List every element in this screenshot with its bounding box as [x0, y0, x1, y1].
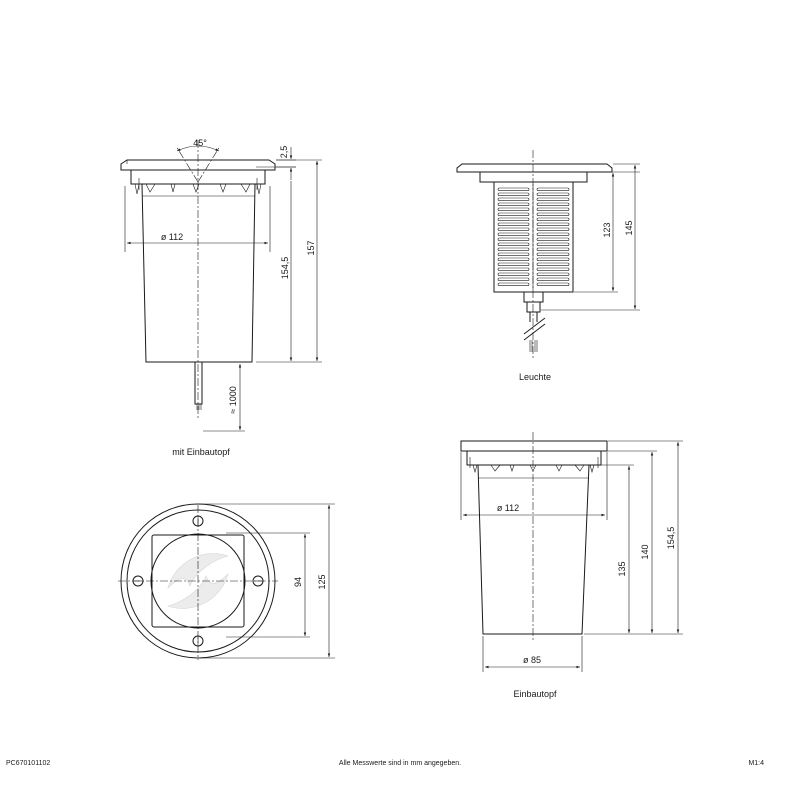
- fin: [536, 217, 570, 221]
- fin: [497, 192, 530, 196]
- view-with-sleeve: 45° ø 112 2,5 154,5 157 ≈ 1000 mit Einba…: [120, 138, 322, 457]
- fin: [536, 197, 570, 201]
- fin: [536, 257, 570, 261]
- fin: [497, 187, 530, 191]
- caption-luminaire: Leuchte: [519, 372, 551, 382]
- fin: [497, 262, 530, 266]
- fin: [497, 272, 530, 276]
- height-154-5-right-label: 154,5: [666, 527, 676, 550]
- article-number: PC670101102: [6, 760, 50, 767]
- diameter-85-label: ø 85: [523, 655, 541, 665]
- fin: [536, 222, 570, 226]
- height-145-label: 145: [624, 220, 634, 235]
- caption-with-sleeve: mit Einbautopf: [172, 447, 230, 457]
- fin: [497, 217, 530, 221]
- fin: [497, 222, 530, 226]
- fin: [497, 197, 530, 201]
- fin: [536, 227, 570, 231]
- fin: [536, 247, 570, 251]
- fin: [497, 237, 530, 241]
- fin: [497, 282, 530, 286]
- scale-label: M1:4: [748, 760, 764, 767]
- height-123-label: 123: [602, 222, 612, 237]
- height-154-5-left-label: 154,5: [280, 257, 290, 280]
- fin: [536, 207, 570, 211]
- fin: [536, 282, 570, 286]
- cover-outer-label: 125: [317, 574, 327, 589]
- fin: [497, 252, 530, 256]
- fin: [536, 187, 570, 191]
- cable-length-label: ≈ 1000: [228, 386, 238, 413]
- cooling-fins: [497, 187, 570, 286]
- thickness-2-5-label: 2,5: [279, 146, 289, 159]
- fin: [536, 252, 570, 256]
- cover-inner-label: 94: [293, 577, 303, 587]
- fin: [497, 227, 530, 231]
- fin: [536, 202, 570, 206]
- angle-label: 45°: [193, 138, 207, 148]
- height-140-label: 140: [640, 544, 650, 559]
- fin: [497, 232, 530, 236]
- fin: [536, 237, 570, 241]
- fin: [536, 277, 570, 281]
- fin: [497, 212, 530, 216]
- height-135-label: 135: [617, 561, 627, 576]
- fin: [497, 267, 530, 271]
- fin: [536, 192, 570, 196]
- height-157-label: 157: [306, 240, 316, 255]
- diameter-112-sleeve-label: ø 112: [497, 503, 519, 513]
- view-sleeve: ø 112 ø 85 135 140 154,5 Einbautopf: [460, 432, 683, 699]
- fin: [497, 207, 530, 211]
- fin: [536, 232, 570, 236]
- view-top: 94 125: [118, 503, 335, 660]
- fin: [536, 212, 570, 216]
- fin: [497, 202, 530, 206]
- caption-sleeve: Einbautopf: [513, 689, 557, 699]
- fin: [497, 247, 530, 251]
- fin: [497, 277, 530, 281]
- fin: [497, 242, 530, 246]
- diameter-112-label: ø 112: [161, 232, 183, 242]
- fin: [536, 267, 570, 271]
- measurement-note: Alle Messwerte sind in mm angegeben.: [339, 760, 461, 767]
- fin: [536, 272, 570, 276]
- fin: [497, 257, 530, 261]
- fin: [536, 242, 570, 246]
- fin: [536, 262, 570, 266]
- view-luminaire: 123 145 Leuchte: [456, 150, 640, 382]
